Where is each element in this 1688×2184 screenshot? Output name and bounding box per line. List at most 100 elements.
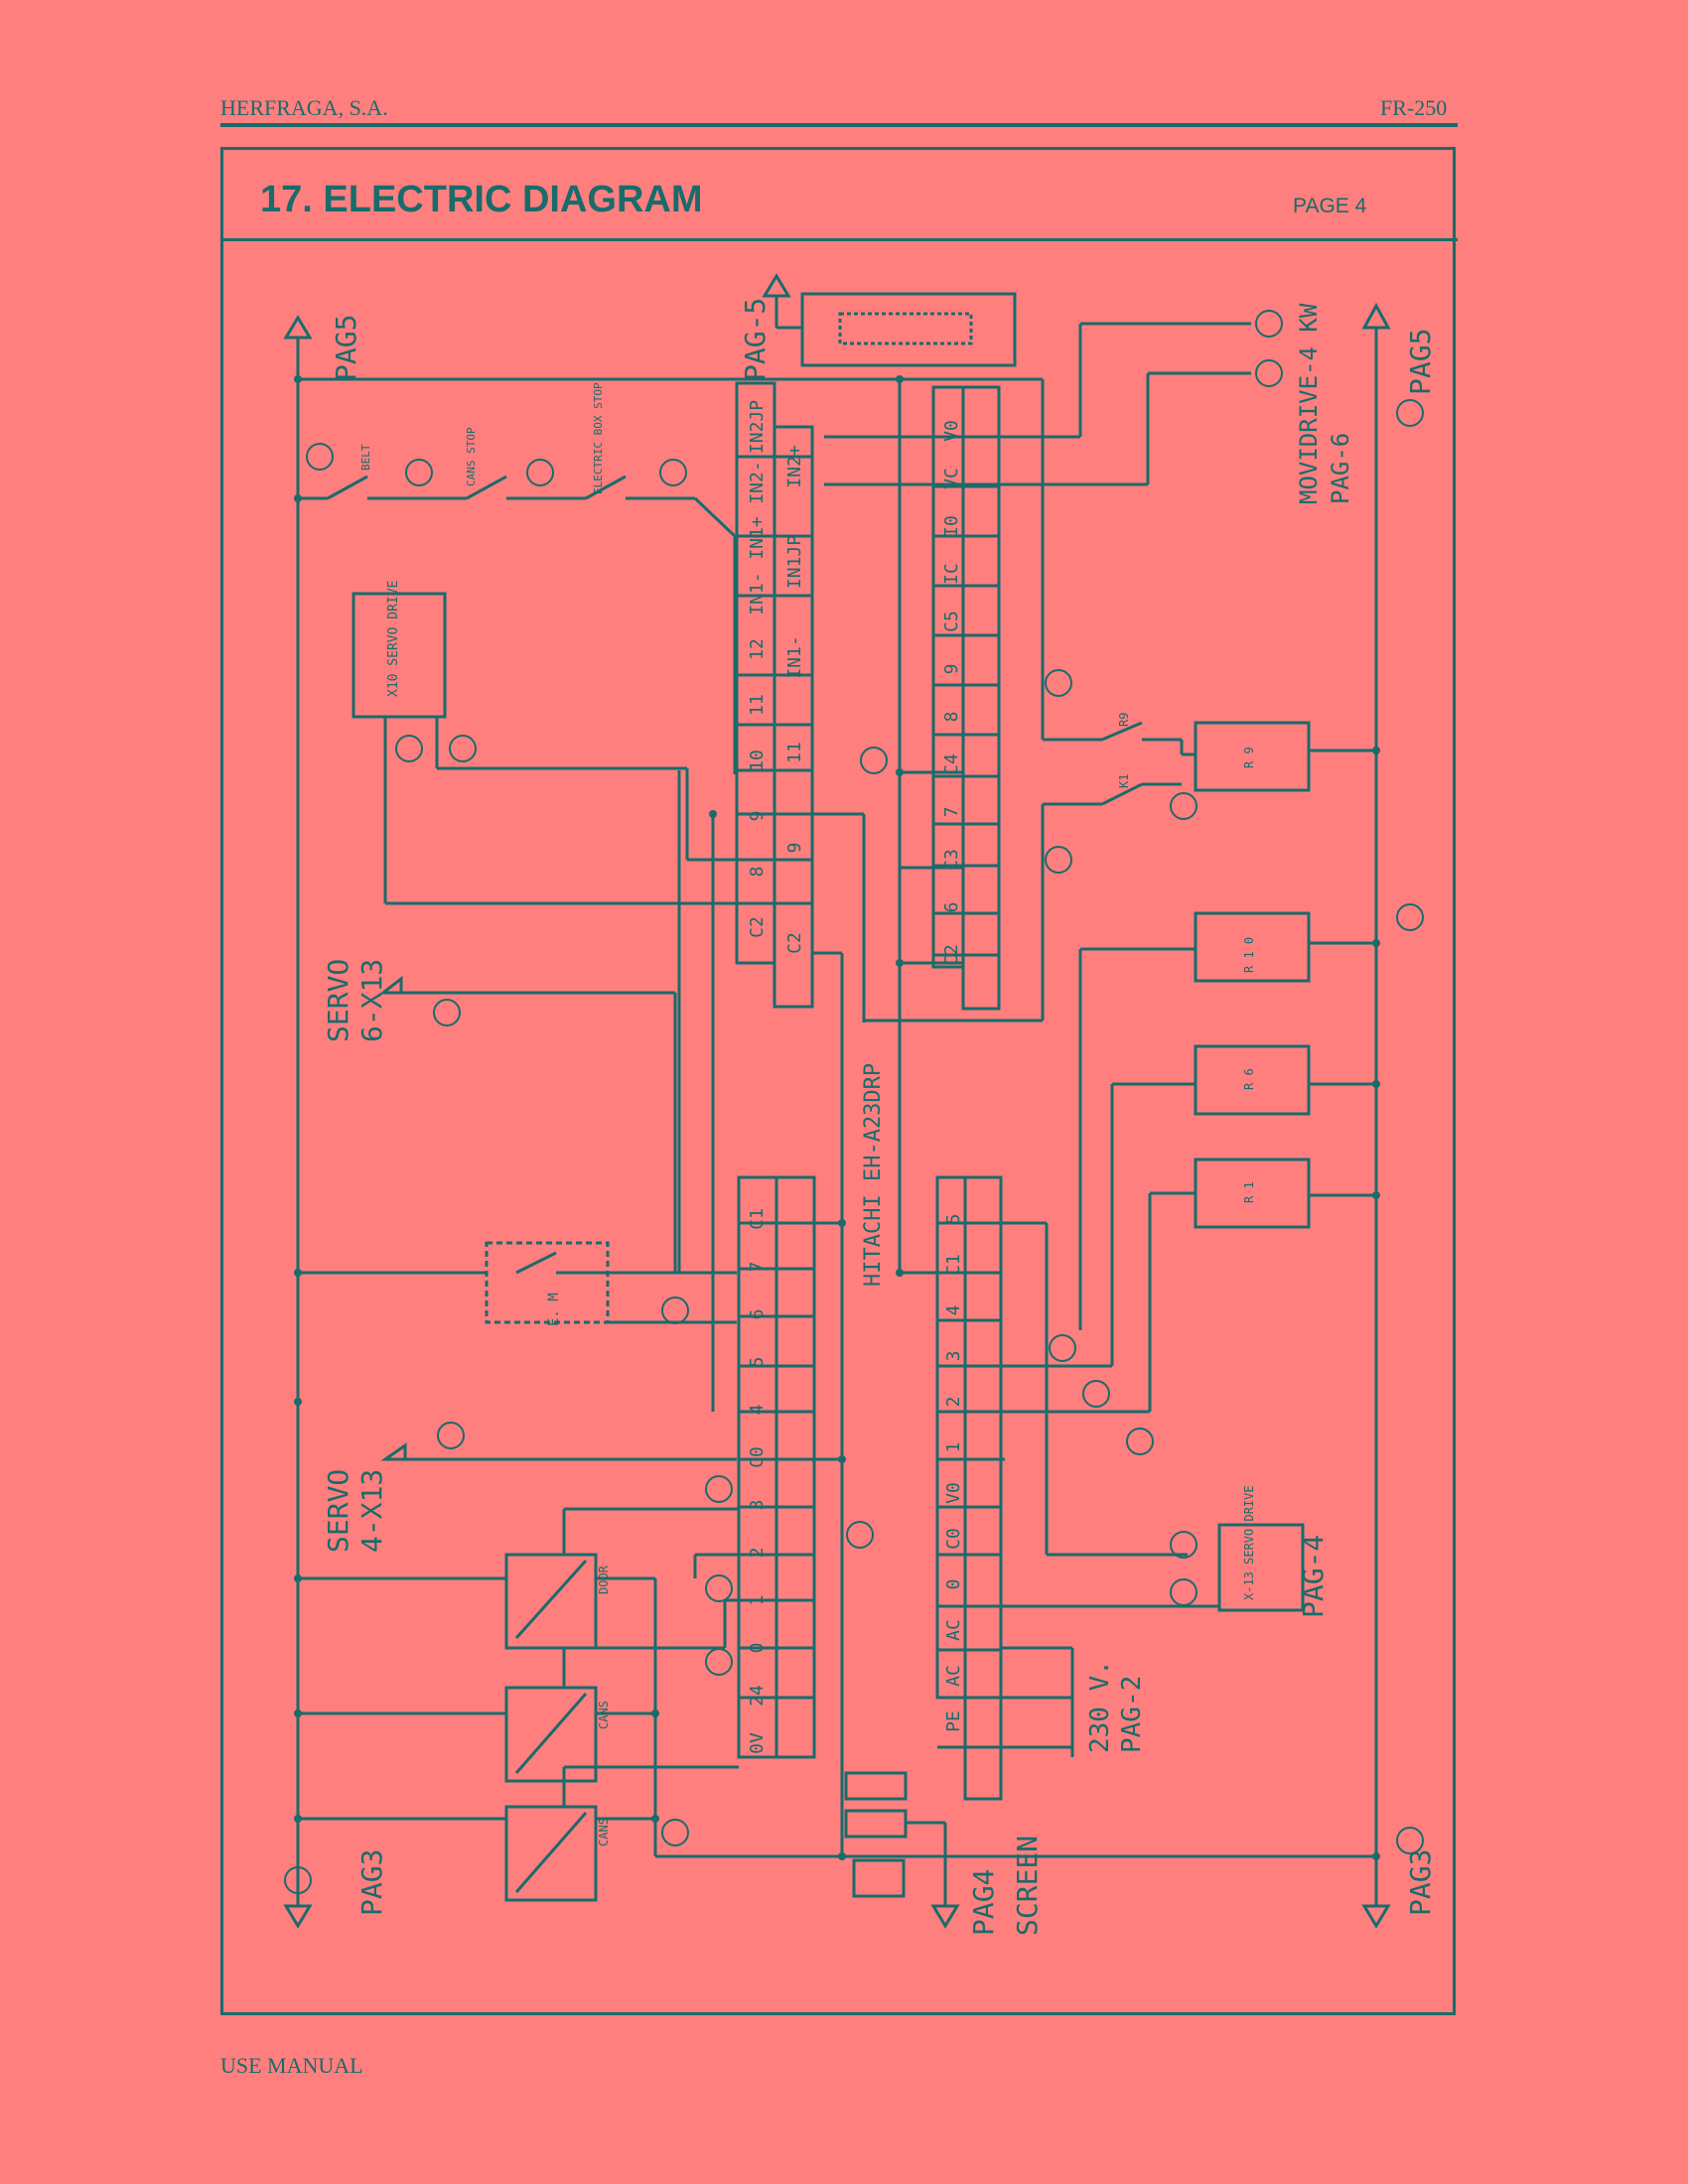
x13-servo-drive-box bbox=[1217, 1523, 1305, 1612]
pag3-right-arrow-icon bbox=[1361, 1904, 1391, 1929]
r10-label: R 1 0 bbox=[1242, 937, 1256, 973]
x10-servo-drive-box bbox=[352, 592, 447, 719]
plc-terminal-label: 7 bbox=[941, 807, 962, 818]
v230-label: 230 V. bbox=[1085, 1660, 1115, 1753]
belt-label: BELT bbox=[359, 444, 372, 471]
plc-terminal-label: 5 bbox=[747, 1357, 768, 1368]
pag5-left-label: PAG5 bbox=[330, 315, 362, 381]
plc-terminal-label: 24 bbox=[747, 1685, 768, 1706]
plc-terminal-label: IC bbox=[941, 563, 962, 585]
junction-dots bbox=[294, 375, 1380, 1860]
footer-text: USE MANUAL bbox=[220, 2053, 363, 2078]
cans-label-1: CANS bbox=[597, 1701, 611, 1729]
plc-terminal-label: 7 bbox=[747, 1262, 768, 1273]
plc-terminal-label: 10 bbox=[747, 750, 768, 771]
k1-contact-label: K1 bbox=[1117, 774, 1131, 788]
cans-stop-label: CANS STOP bbox=[465, 427, 478, 486]
pag4-screen-arrow-icon bbox=[930, 1904, 960, 1929]
wire-tag-circles bbox=[284, 310, 1424, 1894]
plc-terminal-label: C0 bbox=[943, 1528, 964, 1550]
plc-terminal-label: C2 bbox=[941, 944, 962, 966]
diagram-labels: PAG5 PAG-5 PAG5 MOVIDRIVE-4 KW PAG-6 BEL… bbox=[322, 298, 1437, 1936]
pag3-left-arrow-icon bbox=[283, 1904, 313, 1929]
plc-terminal-label: 0 bbox=[943, 1579, 964, 1590]
pag5-connector-box bbox=[800, 292, 1017, 367]
r6-label: R 6 bbox=[1242, 1068, 1256, 1090]
servo-4x13-arrow-icon bbox=[380, 1442, 407, 1461]
plc-terminal-label: IN1- bbox=[747, 572, 768, 614]
plc-terminal-label: 11 bbox=[784, 742, 805, 763]
plc-terminal-label: C2 bbox=[747, 916, 768, 938]
cans-valve-box-1 bbox=[504, 1686, 598, 1783]
header-model: FR-250 bbox=[1380, 95, 1448, 120]
servo-6x13-label-a: SERVO bbox=[322, 959, 354, 1042]
plc-terminal-label: IN1JP bbox=[784, 535, 805, 589]
plc-terminal-label: 2 bbox=[747, 1548, 768, 1559]
relay-r6-box bbox=[1194, 1044, 1311, 1116]
header-rule bbox=[220, 123, 1458, 127]
plc-terminal-label: AC bbox=[943, 1619, 964, 1641]
servo-6x13-label-b: 6-X13 bbox=[355, 959, 388, 1042]
plc-terminal-label: AC bbox=[943, 1665, 964, 1687]
door-valve-box bbox=[504, 1553, 598, 1650]
ethernet-port-icon bbox=[852, 1858, 906, 1898]
pag3-right-label: PAG3 bbox=[1404, 1849, 1437, 1916]
plc-terminal-label: C3 bbox=[941, 849, 962, 871]
plc-terminal-label: IN1+ bbox=[747, 516, 768, 560]
header-company: HERFRAGA, S.A. bbox=[220, 95, 388, 120]
plc-terminal-label: IN2- bbox=[747, 461, 768, 503]
pag3-left-label: PAG3 bbox=[355, 1849, 388, 1916]
plc-terminal-label: 8 bbox=[747, 867, 768, 878]
plc-terminal-label: 8 bbox=[941, 712, 962, 723]
door-label: DOOR bbox=[597, 1565, 611, 1594]
r9-label: R 9 bbox=[1242, 747, 1256, 768]
plc-terminal-label: C4 bbox=[941, 753, 962, 775]
plc-terminal-label: 0 bbox=[747, 1643, 768, 1654]
plc-terminal-label: 5 bbox=[943, 1214, 964, 1225]
pag4-screen-label-a: PAG4 bbox=[967, 1869, 1000, 1936]
servo-6x13-arrow-icon bbox=[378, 975, 403, 995]
plc-terminal-label: 6 bbox=[747, 1309, 768, 1320]
plc-terminal-label: VC bbox=[941, 468, 962, 489]
pag5-right-label: PAG5 bbox=[1404, 329, 1437, 395]
servo-4x13-label-a: SERVO bbox=[322, 1469, 354, 1553]
plc-terminal-label: IN1- bbox=[784, 635, 805, 678]
page-title: 17. ELECTRIC DIAGRAM bbox=[260, 179, 703, 220]
x10-servo-drive-label: X10 SERVO DRIVE bbox=[386, 581, 401, 697]
pag5-left-arrow-icon bbox=[283, 315, 313, 340]
r1-label: R 1 bbox=[1242, 1181, 1256, 1203]
movidrive-label: MOVIDRIVE-4 KW bbox=[1295, 303, 1323, 504]
pag4-screen-label-b: SCREEN bbox=[1011, 1836, 1044, 1936]
em-label: E. M bbox=[546, 1293, 562, 1326]
pag6-label: PAG-6 bbox=[1327, 433, 1354, 504]
plc-terminal-label: 11 bbox=[747, 694, 768, 716]
plc-terminal-label: C2 bbox=[784, 932, 805, 954]
r9-contact-label: R9 bbox=[1117, 713, 1131, 727]
plc-terminal-label: 4 bbox=[943, 1305, 964, 1316]
cans-label-2: CANS bbox=[597, 1818, 611, 1846]
diagram-frame bbox=[220, 147, 1456, 2015]
hitachi-label: HITACHI EH-A23DRP bbox=[861, 1063, 886, 1287]
title-rule bbox=[220, 238, 1458, 241]
serial-port-2-icon bbox=[844, 1809, 908, 1839]
pag5-top-label: PAG-5 bbox=[739, 298, 772, 381]
pag2-label: PAG-2 bbox=[1117, 1676, 1147, 1753]
plc-terminal-labels: IN2JPIN2-IN1+IN1-12111098C2IN2+IN1JPIN1-… bbox=[747, 400, 964, 1754]
plc-terminal-label: 9 bbox=[747, 811, 768, 822]
wiring bbox=[283, 273, 1391, 1929]
plc-terminal-label: 4 bbox=[747, 1405, 768, 1416]
plc-terminal-label: 12 bbox=[747, 638, 768, 660]
servo-4x13-label-b: 4-X13 bbox=[355, 1469, 388, 1553]
plc-terminal-label: IN2+ bbox=[784, 445, 805, 488]
plc-terminal-label: 6 bbox=[941, 902, 962, 913]
plc-terminal-label: 2 bbox=[943, 1397, 964, 1408]
relay-r10-box bbox=[1194, 911, 1311, 983]
plc-terminal-label: C0 bbox=[747, 1446, 768, 1468]
plc-terminal-label: V0 bbox=[943, 1482, 964, 1504]
plc-terminal-label: 1 bbox=[747, 1595, 768, 1606]
plc-terminal-label: 1 bbox=[943, 1442, 964, 1453]
plc-terminal-label: 0V bbox=[747, 1732, 768, 1754]
plc-terminal-label: IN2JP bbox=[747, 400, 768, 454]
plc-terminal-label: I0 bbox=[941, 515, 962, 537]
